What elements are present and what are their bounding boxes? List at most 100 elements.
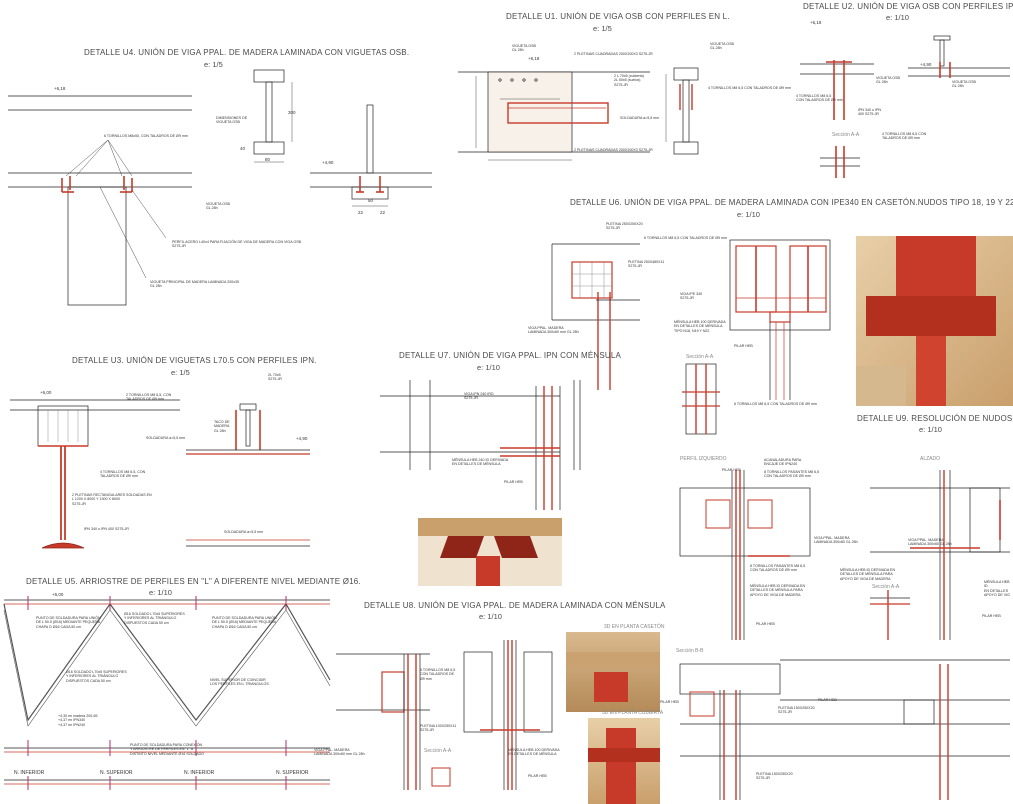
u6-note-bracket: MÉNSULA HEB 100 DERIVADA EN DETALLES DE … (674, 320, 726, 333)
u4-dim-22a: 22 (358, 210, 364, 215)
scale-u2: e: 1/10 (886, 13, 909, 22)
u5-note-connection: PUNTO DE SOLDADURA PARA CONEXIÓN Y ARRIO… (130, 743, 204, 756)
title-u7: DETALLE U7. UNIÓN DE VIGA PPAL. IPN CON … (399, 351, 622, 360)
title-u9: DETALLE U9. RESOLUCIÓN DE NUDOS N7 Y N1 (857, 414, 1013, 423)
u6-note-pillar: PILAR HEB (734, 344, 753, 348)
u5-drawing (3, 596, 331, 790)
u9-note-pillar-2: PILAR HEB (756, 622, 775, 626)
u5-note-levels: +4,30 en madera 200-65 +4,37 en IPN340 +… (58, 714, 98, 727)
u8-3d-cubierta-label: 3D EN PLANTA CUBIERTA (602, 710, 664, 716)
u2-note-screws: 4 TORNILLOS M8 6,5 CON TALADROS DE Ø9 mm (796, 94, 843, 103)
title-u5: DETALLE U5. ARRIOSTRE DE PERFILES EN "L"… (26, 577, 361, 586)
title-u1: DETALLE U1. UNIÓN DE VIGA OSB CON PERFIL… (506, 12, 730, 21)
u3-drawing (10, 399, 310, 549)
u2-drawing (800, 35, 1010, 178)
u2-note-osb-1: VIGUETA OSB GL 28h (876, 76, 900, 85)
u1-drawing (458, 67, 699, 161)
u5-note-weld-1: PUNTO DE SOLDADURA PARA UNIÓN DE L 50.5 … (36, 616, 101, 629)
u6-note-plate-2: PLETINA 250X480X11 S275-JR (628, 260, 665, 269)
u4-dim-22b: 22 (380, 210, 386, 215)
u9-note-bracket-2: MÉNSULA HEB ID DERIVADA EN DETALLES DE M… (840, 568, 896, 581)
u1-level: +6,18 (528, 56, 540, 61)
u9-note-beam: VIGA PPAL. MADERA LAMINADA 300x60 GL 28h (814, 536, 858, 545)
u2-level-1: +6,18 (810, 20, 822, 25)
u6-note-plate-1: PLETINA 250X250X20 S275-JR (606, 222, 643, 231)
bb-note-pillar-1: PILAR HEB (660, 700, 679, 704)
u6-note-screws: 6 TORNILLOS M8 6,5 CON TALADROS DE Ø9 mm (644, 236, 728, 240)
render-u8-3d-caseton (566, 632, 660, 712)
u8-note-plate: PLETINA 100X250X11 S275-JR (420, 724, 457, 733)
u8-note-beam: VIGA PPAL. MADERA LAMINADA 300x60 mm GL … (314, 748, 365, 757)
u9-note-beam-2: VIGA PPAL. MADERA LAMINADA 300x60 GL 28h (908, 538, 952, 547)
u4-note-steel-profile: PERFIL ACERO L40x4 PARA FIJACIÓN DE VIGA… (172, 240, 302, 249)
u3-level-1: +6,00 (40, 390, 52, 395)
u3-note-plates: 2 PLETINAS RECTANGULARES SOLDADAS EN L 1… (72, 493, 152, 506)
title-u4: DETALLE U4. UNIÓN DE VIGA PPAL. DE MADER… (84, 48, 410, 57)
section-bb-drawing (679, 659, 1010, 800)
u9-view-left: PERFIL IZQUIERDO (680, 456, 727, 462)
u7-drawing (380, 380, 581, 510)
u5-note-rod-1: Ø16 SOLDADO L70x5 SUPERIORES Y INFERIORE… (124, 612, 185, 625)
title-u3: DETALLE U3. UNIÓN DE VIGUETAS L70.5 CON … (72, 356, 317, 365)
u4-note-osb-joist: VIGUETA OSB GL 28h (206, 202, 230, 211)
u1-note-plates-2: 2 PLETINAS CUADRADAS 200X200X3 S275-JR (574, 148, 653, 152)
title-u6: DETALLE U6. UNIÓN DE VIGA PPAL. DE MADER… (570, 198, 1013, 207)
u1-note-osb-2: VIGUETA OSB GL 28h (710, 42, 734, 51)
u8-note-screws: 6 TORNILLOS M8 6,5 CON TALADROS DE Ø9 mm (420, 668, 456, 681)
u4-dim-40: 40 (240, 146, 246, 151)
u5-node-3: N. INFERIOR (184, 770, 215, 776)
u1-note-plates: 2 PLETINAS CUADRADAS 200X200X3 S275-JR (574, 52, 653, 56)
u9-note-pillar: PILAR HEB (722, 468, 741, 472)
u7-note-ipn: VIGA IPN 240 IRD S275-JR (464, 392, 494, 401)
u2-note-osb-2: VIGUETA OSB GL 28h (952, 80, 976, 89)
u5-note-upper-level: NIVEL SUPERIOR DE COINCIDIR LOS PERFILES… (210, 678, 269, 687)
u7-note-bracket: MÉNSULA HEB 240 ID DERIVADA EN DETALLES … (452, 458, 509, 467)
bb-note-pillar-2: PILAR HEB (818, 698, 837, 702)
u8-note-pillar: PILAR HEB (528, 774, 547, 778)
u9-section-label: Sección A-A (872, 584, 900, 590)
u5-node-4: N. SUPERIOR (276, 770, 309, 776)
render-u8-3d-cubierta (588, 718, 660, 804)
u8-3d-caseton-label: 3D EN PLANTA CASETÓN (604, 624, 665, 630)
u5-note-weld-2: PUNTO DE SOLDADURA PARA UNIÓN DE L 50.5 … (212, 616, 277, 629)
title-u8: DETALLE U8. UNIÓN DE VIGA PPAL. DE MADER… (364, 601, 666, 610)
scale-u1: e: 1/5 (593, 24, 612, 33)
scale-u7: e: 1/10 (477, 363, 500, 372)
u6-note-beam: VIGA PPAL. MADERA LAMINADA 300x60 mm GL … (528, 326, 579, 335)
u5-note-rod-2: Ø16 SOLDADO L70x5 SUPERIORES Y INFERIORE… (66, 670, 127, 683)
scale-u6: e: 1/10 (737, 210, 760, 219)
u3-note-weld-2: SOLDADURA a=5,5 mm (224, 530, 264, 534)
scale-u5: e: 1/10 (149, 588, 172, 597)
bb-note-plate-1: PLETINA 150X250X20 S275-JR (778, 706, 815, 715)
u8-drawing (336, 640, 553, 790)
u4-level-1: +6,18 (54, 86, 66, 91)
u9-drawing (679, 470, 1010, 640)
scale-u9: e: 1/10 (919, 425, 942, 434)
u2-note-ipn: IPN 340 o IPN 400 S275-JR (858, 108, 881, 117)
u4-note-main-beam: VIGUETA PRINCIPAL DE MADERA LAMINADA 200… (150, 280, 240, 289)
u3-level-2: +4,90 (296, 436, 308, 441)
u6-section-label: Sección A-A (686, 354, 714, 360)
u1-note-osb-1: VIGUETA OSB GL 28h (512, 44, 536, 53)
u1-note-weld: SOLDADURA a=5,5 mm (620, 116, 660, 120)
u1-note-screws: 4 TORNILLOS M8 6,5 CON TALADROS DE Ø9 mm (708, 86, 792, 90)
u3-note-screws: 2 TORNILLOS M8 6,5, CON TALADROS DE Ø9 m… (126, 393, 172, 402)
u5-node-1: N. INFERIOR (14, 770, 45, 776)
u9-view-elevation: ALZADO (920, 456, 941, 462)
u9-note-screws: 8 TORNILLOS PASANTES M8 6,5 CON TALADROS… (764, 470, 820, 479)
u4-drawing (8, 69, 432, 306)
u2-section-label: Sección A-A (832, 132, 860, 138)
render-u6-3d (856, 236, 1013, 406)
u6-drawing (551, 239, 831, 435)
section-bb-label: Sección B-B (676, 648, 704, 654)
u5-level: +6,00 (52, 592, 64, 597)
u4-dim-80: 80 (265, 157, 271, 162)
u9-note-screws-2: 8 TORNILLOS PASANTES M8 6,5 CON TALADROS… (750, 564, 806, 573)
u3-note-angles: 2L 70x5 S275-JR (268, 373, 282, 382)
u1-note-angles: 2 L 70x5 (cubierta) 2L 50x5 (suelos) S27… (614, 74, 644, 87)
u3-note-weld: SOLDADURA a=5,5 mm (146, 436, 186, 440)
u4-level-2: +4,90 (322, 160, 334, 165)
scale-u4: e: 1/5 (204, 60, 223, 69)
